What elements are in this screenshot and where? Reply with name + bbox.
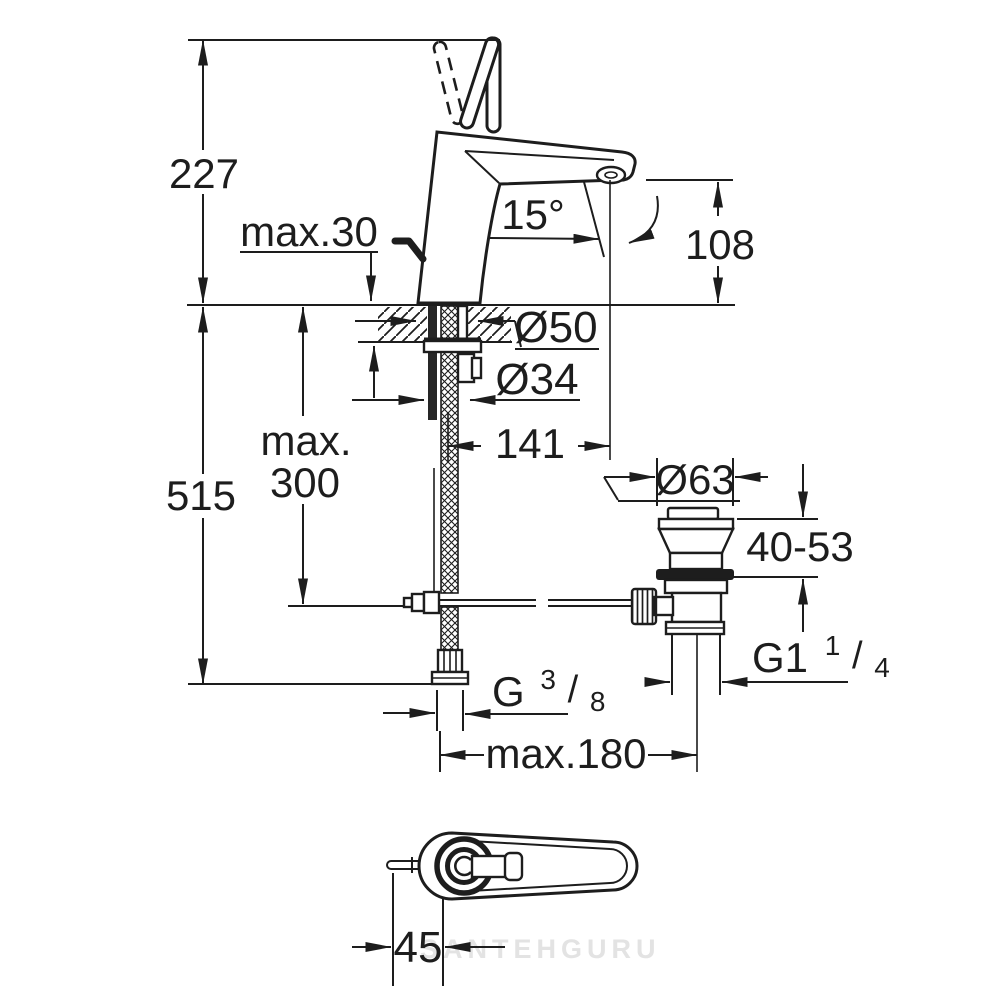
joystick-lever-dashed xyxy=(432,40,465,126)
label-15deg: 15° xyxy=(501,191,565,238)
label-g114: G1 1 / 4 xyxy=(752,617,890,683)
g38-slash: / xyxy=(568,669,579,711)
label-d34: Ø34 xyxy=(495,355,578,404)
label-d63: Ø63 xyxy=(655,456,734,503)
label-227: 227 xyxy=(169,150,239,197)
dimension-40-53: 40-53 xyxy=(733,464,854,632)
label-141: 141 xyxy=(495,420,565,467)
label-45: 45 xyxy=(394,923,443,972)
faucet-body xyxy=(416,130,637,305)
dimension-141: 141 xyxy=(447,412,611,467)
knurled-knob xyxy=(630,587,658,626)
dimension-227: 227 xyxy=(169,39,239,304)
g38-sup: 3 xyxy=(540,664,556,695)
handle-top-view xyxy=(386,831,639,901)
g38-sub: 8 xyxy=(590,686,606,717)
watermark: SANTEHGURU xyxy=(420,934,661,964)
dimension-d63: Ø63 xyxy=(603,456,768,506)
label-max180: max.180 xyxy=(485,730,646,777)
dimension-108: 108 xyxy=(685,181,755,304)
label-g38: G 3 / 8 xyxy=(492,651,605,717)
g114-sup: 1 xyxy=(825,630,841,661)
rod-clamp xyxy=(422,590,441,615)
pop-up-rod xyxy=(288,590,633,615)
label-108: 108 xyxy=(685,221,755,268)
label-40-53: 40-53 xyxy=(746,523,853,570)
mounting-nut xyxy=(422,339,483,354)
side-lever xyxy=(391,237,427,263)
label-max300-line1: max. xyxy=(260,417,351,464)
dimension-d34: Ø34 xyxy=(352,355,580,405)
dimension-g114: G1 1 / 4 xyxy=(644,617,890,687)
g38-main: G xyxy=(492,668,525,715)
label-max30: max.30 xyxy=(240,208,378,255)
g114-sub: 4 xyxy=(874,652,890,683)
dimension-max300: max. 300 xyxy=(260,306,352,605)
dimension-d50: Ø50 xyxy=(355,303,599,352)
waste-gasket xyxy=(656,569,734,580)
label-max300-line2: 300 xyxy=(270,459,340,506)
g114-main: G1 xyxy=(752,634,808,681)
dimension-max30: max.30 xyxy=(240,208,379,398)
handle-pin xyxy=(386,857,420,873)
aerator xyxy=(595,165,627,185)
dimension-g38: G 3 / 8 xyxy=(383,651,605,731)
label-d50: Ø50 xyxy=(514,303,597,352)
supply-hose xyxy=(422,304,483,686)
handle-stub xyxy=(470,854,510,879)
faucet-side-view xyxy=(391,36,637,305)
g114-slash: / xyxy=(852,635,863,677)
label-515: 515 xyxy=(166,472,236,519)
dimension-515: 515 xyxy=(166,306,236,685)
dimension-15deg: 15° xyxy=(489,181,659,258)
dimension-max180: max.180 xyxy=(439,730,698,777)
waste-cap xyxy=(666,506,720,521)
dimension-45: 45 xyxy=(352,873,505,986)
drain-assembly xyxy=(630,506,735,772)
